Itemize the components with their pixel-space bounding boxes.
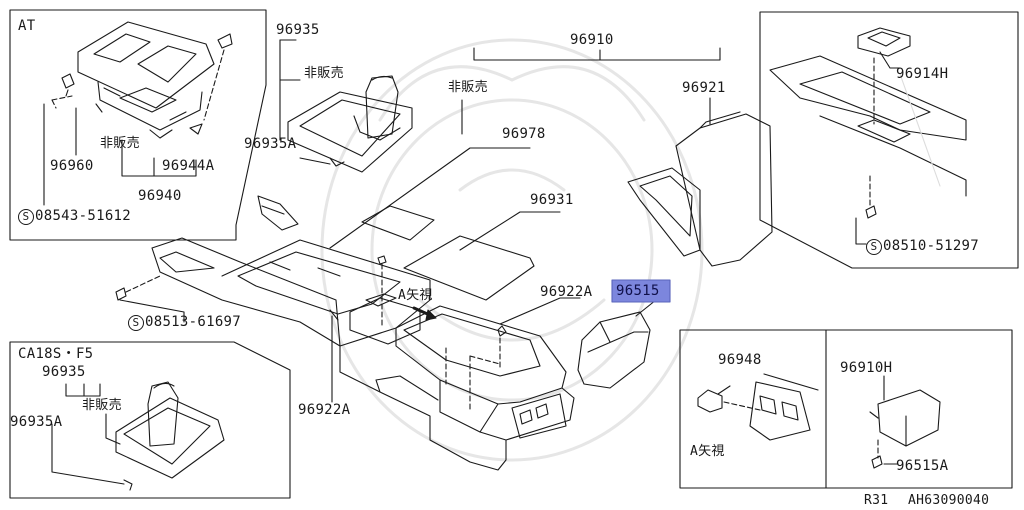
- label-non-sale-1: 非販売: [100, 136, 140, 151]
- part-96935a-top[interactable]: 96935A: [244, 136, 297, 152]
- label-non-sale-2: 非販売: [304, 66, 344, 81]
- part-96931[interactable]: 96931: [530, 192, 574, 208]
- ca18s-box-art: [9, 341, 291, 499]
- part-96922a-bottom[interactable]: 96922A: [298, 402, 351, 418]
- s-mark-icon: S: [18, 209, 34, 225]
- part-96922a-right[interactable]: 96922A: [540, 284, 593, 300]
- part-96515-highlighted[interactable]: 96515: [614, 283, 662, 299]
- label-ca18s-f5: CA18S・F5: [18, 346, 94, 362]
- s-mark-icon: S: [128, 315, 144, 331]
- part-96978[interactable]: 96978: [502, 126, 546, 142]
- label-non-sale-4: 非販売: [82, 398, 122, 413]
- part-96940[interactable]: 96940: [138, 188, 182, 204]
- part-96935-top[interactable]: 96935: [276, 22, 320, 38]
- lid-96978-art: [361, 205, 435, 241]
- part-96921[interactable]: 96921: [682, 80, 726, 96]
- top-right-box-art: [759, 11, 1019, 269]
- part-96948[interactable]: 96948: [718, 352, 762, 368]
- part-96914h[interactable]: 96914H: [896, 66, 949, 82]
- shift-boot-top-art: [279, 39, 413, 173]
- pad-96515-art: [577, 311, 651, 389]
- s-mark-icon: S: [866, 239, 882, 255]
- label-non-sale-3: 非販売: [448, 80, 488, 95]
- part-96935a-bottom[interactable]: 96935A: [10, 414, 63, 430]
- part-96935-bottom[interactable]: 96935: [42, 364, 86, 380]
- centre-leaders: [329, 47, 721, 403]
- part-96515a[interactable]: 96515A: [896, 458, 949, 474]
- part-96944a[interactable]: 96944A: [162, 158, 215, 174]
- label-at: AT: [18, 18, 36, 34]
- part-96960[interactable]: 96960: [50, 158, 94, 174]
- footer-diagram-code: AH63090040: [908, 493, 990, 508]
- part-96910h[interactable]: 96910H: [840, 360, 893, 376]
- mat-96931-art: [403, 235, 535, 301]
- armrest-96921-art: [627, 111, 773, 267]
- bottom-right-box-art: [679, 329, 1013, 489]
- part-96910[interactable]: 96910: [570, 32, 614, 48]
- console-assembly-art: [115, 195, 575, 471]
- footer-r31: R31: [864, 493, 889, 508]
- at-box-art: [9, 9, 267, 241]
- label-view-a-2: A矢視: [690, 444, 725, 459]
- watermark-logo: [320, 38, 704, 462]
- label-view-a: A矢視: [398, 288, 433, 303]
